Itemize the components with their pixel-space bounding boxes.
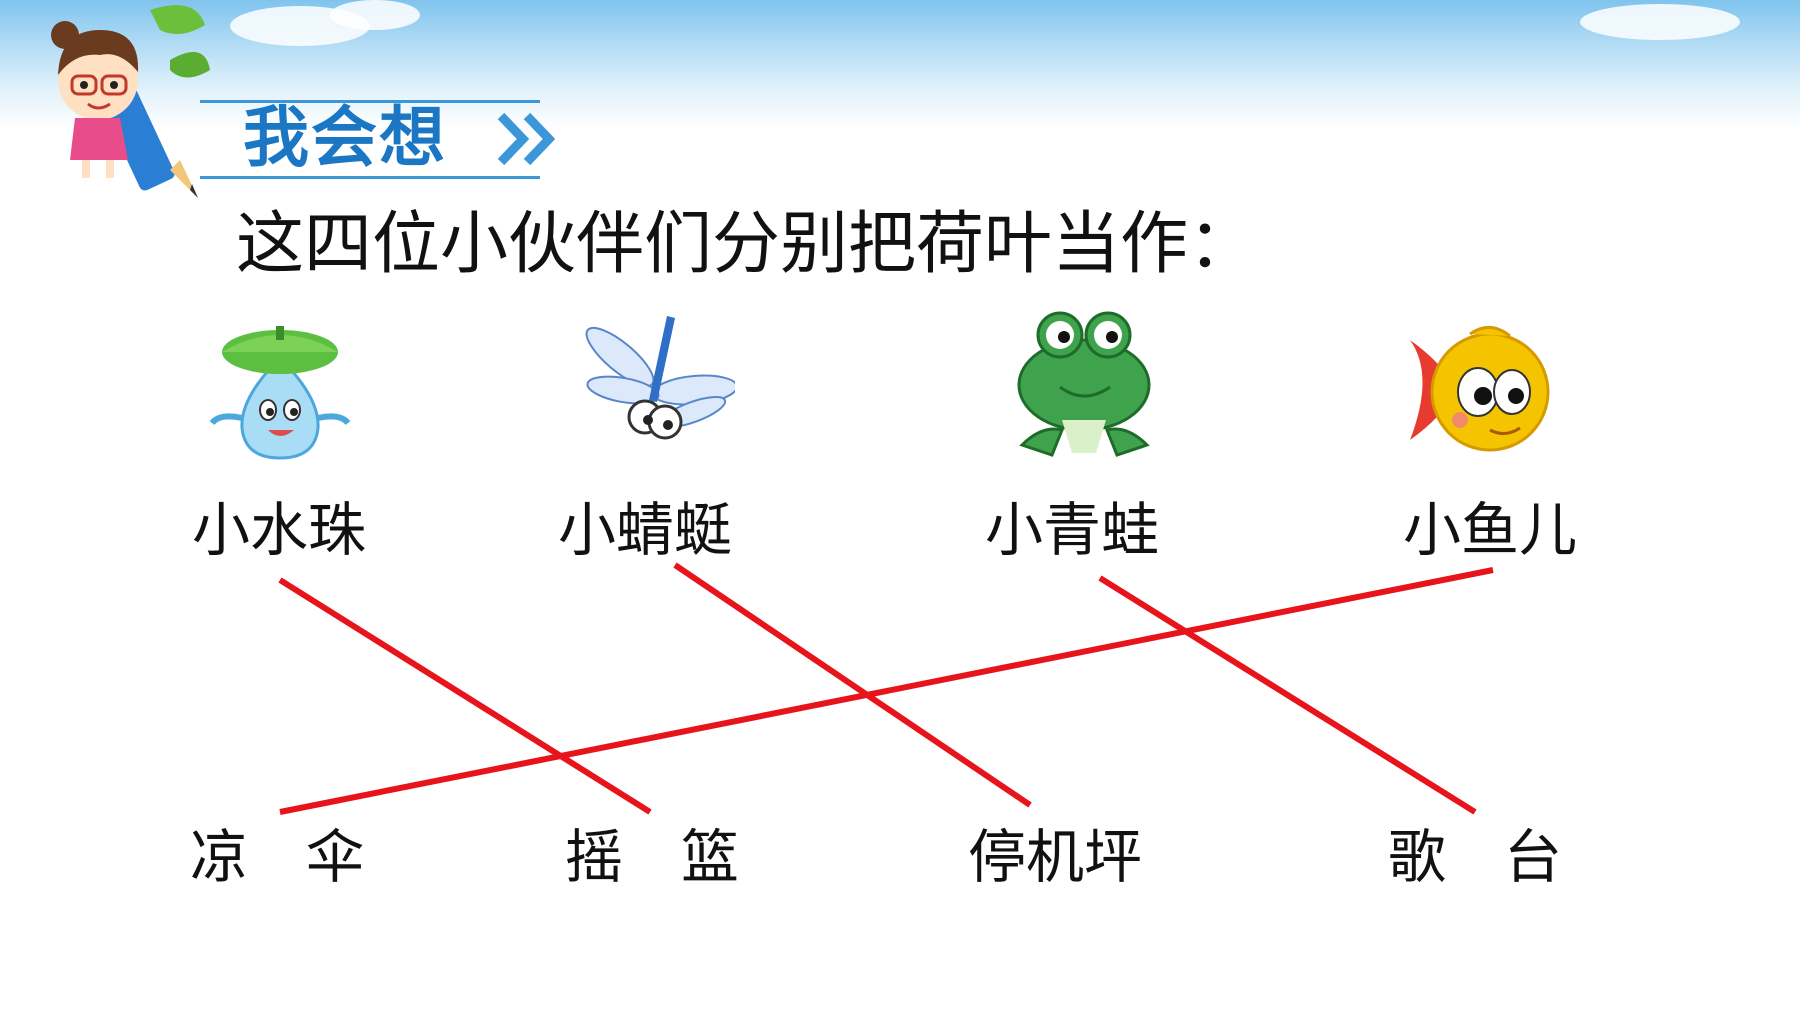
double-chevron-icon bbox=[497, 112, 556, 166]
answer-label: 凉 伞 bbox=[190, 823, 365, 891]
cloud bbox=[330, 0, 420, 30]
character-label: 小鱼儿 bbox=[1403, 496, 1578, 564]
header-rule-bottom bbox=[200, 176, 540, 179]
question-text: 这四位小伙伴们分别把荷叶当作： bbox=[236, 205, 1257, 284]
character-label: 小青蛙 bbox=[985, 496, 1160, 564]
dragonfly-icon bbox=[585, 316, 735, 440]
match-line bbox=[1098, 575, 1477, 815]
character-label: 小蜻蜓 bbox=[558, 496, 733, 564]
character-label: 小水珠 bbox=[192, 496, 367, 564]
girl-pencil-mascot-icon bbox=[51, 5, 210, 198]
match-line bbox=[673, 562, 1032, 808]
fish-icon bbox=[1410, 326, 1550, 452]
match-line bbox=[279, 567, 1494, 815]
section-title: 我会想 bbox=[243, 99, 447, 176]
answer-label: 停机坪 bbox=[968, 823, 1143, 891]
answer-label: 摇 篮 bbox=[565, 823, 740, 891]
sky-background bbox=[0, 0, 1800, 130]
match-line bbox=[278, 577, 652, 815]
answer-label: 歌 台 bbox=[1388, 823, 1563, 891]
cloud bbox=[1580, 4, 1740, 40]
frog-icon bbox=[1017, 311, 1151, 457]
water-drop-icon bbox=[209, 326, 351, 460]
header-rule-top bbox=[200, 100, 540, 103]
